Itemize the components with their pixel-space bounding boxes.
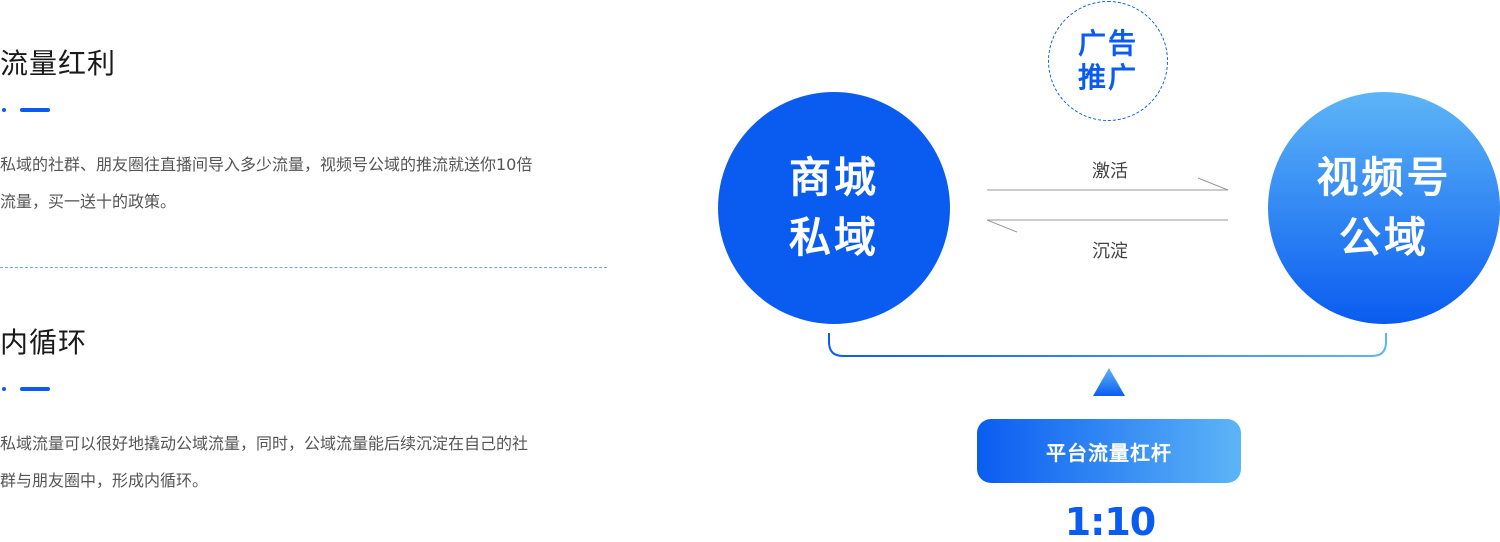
- bracket: [828, 333, 1387, 357]
- section-inner-loop: 内循环 私域流量可以很好地撬动公域流量，同时，公域流量能后续沉淀在自己的社 群与…: [0, 323, 610, 499]
- section-traffic-bonus: 流量红利 私域的社群、朋友圈往直播间导入多少流量，视频号公域的推流就送你10倍 …: [0, 44, 610, 220]
- marker-bar: [20, 108, 50, 112]
- ad-promotion-node: 广告 推广: [1048, 1, 1168, 121]
- triangle-up-icon: [1093, 368, 1125, 396]
- settle-label: 沉淀: [1092, 241, 1128, 262]
- node-label: 视频号: [1316, 153, 1452, 202]
- node-label: 推广: [1077, 61, 1138, 94]
- section-marker: [0, 104, 610, 114]
- node-label: 商城: [788, 153, 879, 202]
- lever-ratio: 1:10: [1064, 500, 1157, 542]
- marker-dot: [2, 108, 6, 112]
- node-label: 广告: [1077, 27, 1138, 60]
- description-line: 私域流量可以很好地撬动公域流量，同时，公域流量能后续沉淀在自己的社: [0, 434, 529, 453]
- description-line: 群与朋友圈中，形成内循环。: [0, 471, 209, 490]
- section-title: 内循环: [0, 326, 88, 359]
- private-domain-node: 商城 私域: [718, 92, 950, 324]
- public-domain-node: 视频号 公域: [1268, 92, 1500, 324]
- arrow-forward: [987, 177, 1229, 191]
- marker-bar: [20, 387, 50, 391]
- platform-traffic-lever-button[interactable]: 平台流量杠杆: [977, 419, 1241, 483]
- node-label: 公域: [1338, 213, 1429, 262]
- description-line: 私域的社群、朋友圈往直播间导入多少流量，视频号公域的推流就送你10倍: [0, 155, 533, 174]
- section-marker: [0, 383, 610, 393]
- description-line: 流量，买一送十的政策。: [0, 192, 177, 211]
- node-label: 私域: [788, 213, 879, 262]
- arrow-back: [986, 219, 1228, 233]
- section-divider: [0, 267, 607, 268]
- section-description: 私域流量可以很好地撬动公域流量，同时，公域流量能后续沉淀在自己的社 群与朋友圈中…: [0, 425, 605, 499]
- section-title: 流量红利: [0, 47, 117, 80]
- marker-dot: [2, 387, 6, 391]
- section-description: 私域的社群、朋友圈往直播间导入多少流量，视频号公域的推流就送你10倍 流量，买一…: [0, 146, 605, 220]
- activate-label: 激活: [1092, 161, 1128, 182]
